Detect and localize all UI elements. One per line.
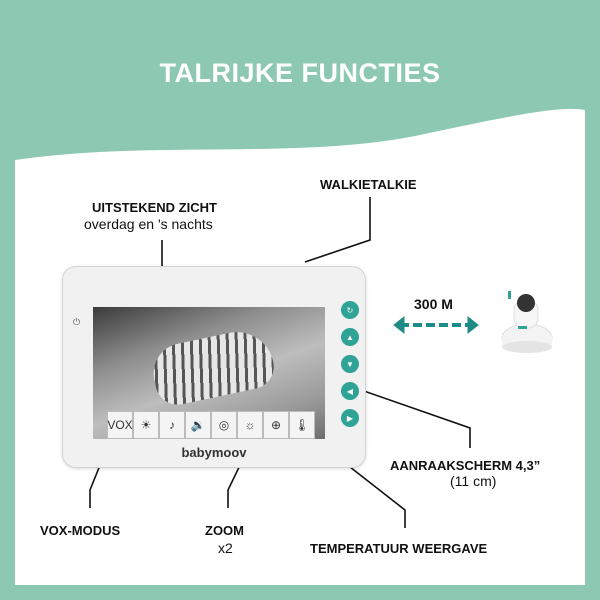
zoom-label: ZOOM — [205, 523, 244, 538]
touch-screen[interactable]: VOX ☀ ♪ 🔉 ◎ ☼ ⊕ 🌡 — [93, 307, 325, 439]
brand-logo: babymoov — [181, 445, 247, 460]
vision-sublabel: overdag en 's nachts — [84, 216, 213, 232]
baby-monitor: ⏻ VOX ☀ ♪ 🔉 ◎ ☼ ⊕ 🌡 ↻ ▲ ▼ ◀ ▶ babymoov — [62, 266, 366, 468]
screen-toolbar: VOX ☀ ♪ 🔉 ◎ ☼ ⊕ 🌡 — [107, 411, 315, 439]
side-buttons: ↻ ▲ ▼ ◀ ▶ — [341, 301, 359, 427]
vision-label: UITSTEKEND ZICHT — [92, 200, 217, 215]
touchscreen-sublabel: (11 cm) — [450, 473, 497, 489]
left-button[interactable]: ◀ — [341, 382, 359, 400]
range-label: 300 M — [414, 296, 453, 312]
range-arrow — [393, 315, 479, 335]
camera-icon[interactable]: ◎ — [211, 411, 237, 439]
baby-image — [148, 325, 278, 409]
up-button[interactable]: ▲ — [341, 328, 359, 346]
thermometer-icon[interactable]: 🌡 — [289, 411, 315, 439]
vox-label: VOX-MODUS — [40, 523, 121, 538]
volume-icon[interactable]: 🔉 — [185, 411, 211, 439]
walkie-label: WALKIETALKIE — [320, 177, 417, 192]
contrast-icon[interactable]: ☼ — [237, 411, 263, 439]
touchscreen-label: AANRAAKSCHERM 4,3” — [390, 458, 541, 473]
walkie-leader-line — [304, 197, 371, 263]
right-button[interactable]: ▶ — [341, 409, 359, 427]
camera-image — [501, 291, 553, 353]
temperature-label: TEMPERATUUR WEERGAVE — [310, 541, 488, 556]
zoom-sublabel: x2 — [218, 540, 233, 556]
music-icon[interactable]: ♪ — [159, 411, 185, 439]
page-title: TALRIJKE FUNCTIES — [159, 58, 441, 88]
vox-icon[interactable]: VOX — [107, 411, 133, 439]
rotate-button[interactable]: ↻ — [341, 301, 359, 319]
zoom-icon[interactable]: ⊕ — [263, 411, 289, 439]
power-icon[interactable]: ⏻ — [73, 317, 81, 327]
brightness-icon[interactable]: ☀ — [133, 411, 159, 439]
down-button[interactable]: ▼ — [341, 355, 359, 373]
